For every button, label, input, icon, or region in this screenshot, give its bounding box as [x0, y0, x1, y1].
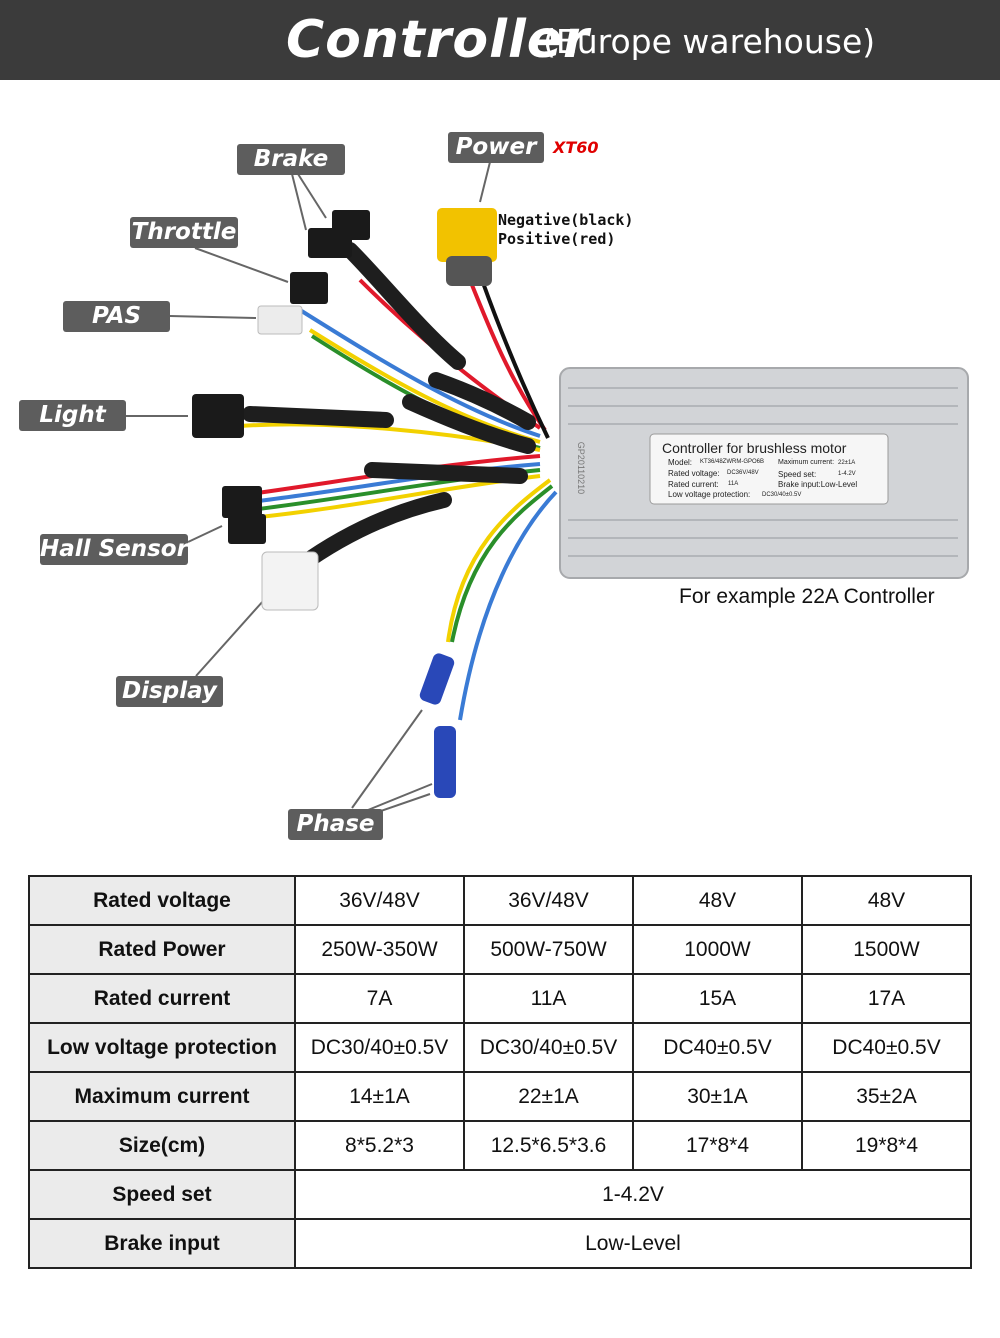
- sticker-model-value: KT36/48ZWRM-GPO6B: [700, 459, 765, 465]
- table-cell: 17*8*4: [632, 1120, 803, 1171]
- controller-illustration: [126, 161, 969, 815]
- negative-label: Negative(black): [498, 211, 634, 229]
- sticker-rated-current-label: Rated current:: [668, 480, 719, 489]
- row-header: Size(cm): [28, 1120, 296, 1171]
- table-cell: 11A: [463, 973, 634, 1024]
- page-subtitle: (Europe warehouse): [543, 22, 876, 61]
- row-header: Low voltage protection: [28, 1022, 296, 1073]
- table-cell: 500W-750W: [463, 924, 634, 975]
- connectors: [192, 208, 497, 798]
- table-cell: 12.5*6.5*3.6: [463, 1120, 634, 1171]
- wires: [239, 278, 558, 721]
- table-row: Rated Power 250W-350W 500W-750W 1000W 15…: [28, 924, 972, 975]
- table-cell: 35±2A: [801, 1071, 972, 1122]
- sticker-speed-set-value: 1-4.2V: [838, 471, 856, 477]
- positive-label: Positive(red): [498, 230, 616, 248]
- table-cell: 19*8*4: [801, 1120, 972, 1171]
- table-cell: 36V/48V: [294, 875, 465, 926]
- row-header: Rated Power: [28, 924, 296, 975]
- table-cell: 1000W: [632, 924, 803, 975]
- side-code: GP20110210: [576, 441, 587, 495]
- sticker-low-voltage-value: DC30/40±0.5V: [762, 492, 802, 498]
- table-row: Low voltage protection DC30/40±0.5V DC30…: [28, 1022, 972, 1073]
- row-header: Rated voltage: [28, 875, 296, 926]
- table-cell: DC30/40±0.5V: [294, 1022, 465, 1073]
- table-cell: Low-Level: [294, 1218, 972, 1269]
- table-cell: 30±1A: [632, 1071, 803, 1122]
- table-cell: 15A: [632, 973, 803, 1024]
- table-cell: DC40±0.5V: [801, 1022, 972, 1073]
- label-hall-sensor: Hall Sensor: [40, 534, 188, 565]
- row-header: Maximum current: [28, 1071, 296, 1122]
- sticker-title: Controller for brushless motor: [662, 440, 847, 456]
- controller-box: [559, 367, 969, 579]
- sticker-max-current-label: Maximum current:: [778, 459, 835, 466]
- sticker-rated-voltage-value: DC36V/48V: [727, 470, 759, 476]
- label-throttle: Throttle: [130, 217, 238, 248]
- power-polarity: Negative(black) Positive(red): [498, 211, 633, 249]
- row-header: Rated current: [28, 973, 296, 1024]
- sticker-model-label: Model:: [668, 458, 693, 467]
- table-cell: 48V: [632, 875, 803, 926]
- spec-table: Rated voltage 36V/48V 36V/48V 48V 48V Ra…: [28, 875, 972, 1269]
- sticker-max-current-value: 22±1A: [838, 460, 856, 466]
- sticker-low-voltage-label: Low voltage protection:: [668, 490, 751, 499]
- table-cell: 36V/48V: [463, 875, 634, 926]
- label-xt60: XT60: [553, 138, 599, 157]
- sticker-rated-voltage-label: Rated voltage:: [668, 469, 720, 478]
- label-light: Light: [19, 400, 126, 431]
- sticker-brake-input: Brake input:Low-Level: [778, 480, 858, 489]
- header-banner: Controller (Europe warehouse): [0, 0, 1000, 80]
- table-row: Size(cm) 8*5.2*3 12.5*6.5*3.6 17*8*4 19*…: [28, 1120, 972, 1171]
- table-cell: 14±1A: [294, 1071, 465, 1122]
- sticker-speed-set-label: Speed set:: [778, 470, 817, 479]
- table-cell: 22±1A: [463, 1071, 634, 1122]
- example-caption: For example 22A Controller: [679, 585, 935, 608]
- wiring-diagram: Controller for brushless motor Model: KT…: [0, 80, 1000, 870]
- label-phase: Phase: [288, 809, 383, 840]
- row-header: Brake input: [28, 1218, 296, 1269]
- label-brake: Brake: [237, 144, 345, 175]
- page-title: Controller: [286, 10, 590, 70]
- leader-lines: [126, 161, 491, 815]
- label-power: Power: [448, 132, 544, 163]
- label-pas: PAS: [63, 301, 170, 332]
- table-row: Brake input Low-Level: [28, 1218, 972, 1269]
- label-display: Display: [116, 676, 223, 707]
- table-cell: DC30/40±0.5V: [463, 1022, 634, 1073]
- table-cell: 7A: [294, 973, 465, 1024]
- table-row: Speed set 1-4.2V: [28, 1169, 972, 1220]
- table-cell: DC40±0.5V: [632, 1022, 803, 1073]
- table-row: Rated voltage 36V/48V 36V/48V 48V 48V: [28, 875, 972, 926]
- table-cell: 250W-350W: [294, 924, 465, 975]
- table-cell: 17A: [801, 973, 972, 1024]
- table-row: Rated current 7A 11A 15A 17A: [28, 973, 972, 1024]
- row-header: Speed set: [28, 1169, 296, 1220]
- table-row: Maximum current 14±1A 22±1A 30±1A 35±2A: [28, 1071, 972, 1122]
- table-cell: 48V: [801, 875, 972, 926]
- sticker-rated-current-value: 11A: [728, 481, 739, 487]
- table-cell: 1-4.2V: [294, 1169, 972, 1220]
- table-cell: 8*5.2*3: [294, 1120, 465, 1171]
- table-cell: 1500W: [801, 924, 972, 975]
